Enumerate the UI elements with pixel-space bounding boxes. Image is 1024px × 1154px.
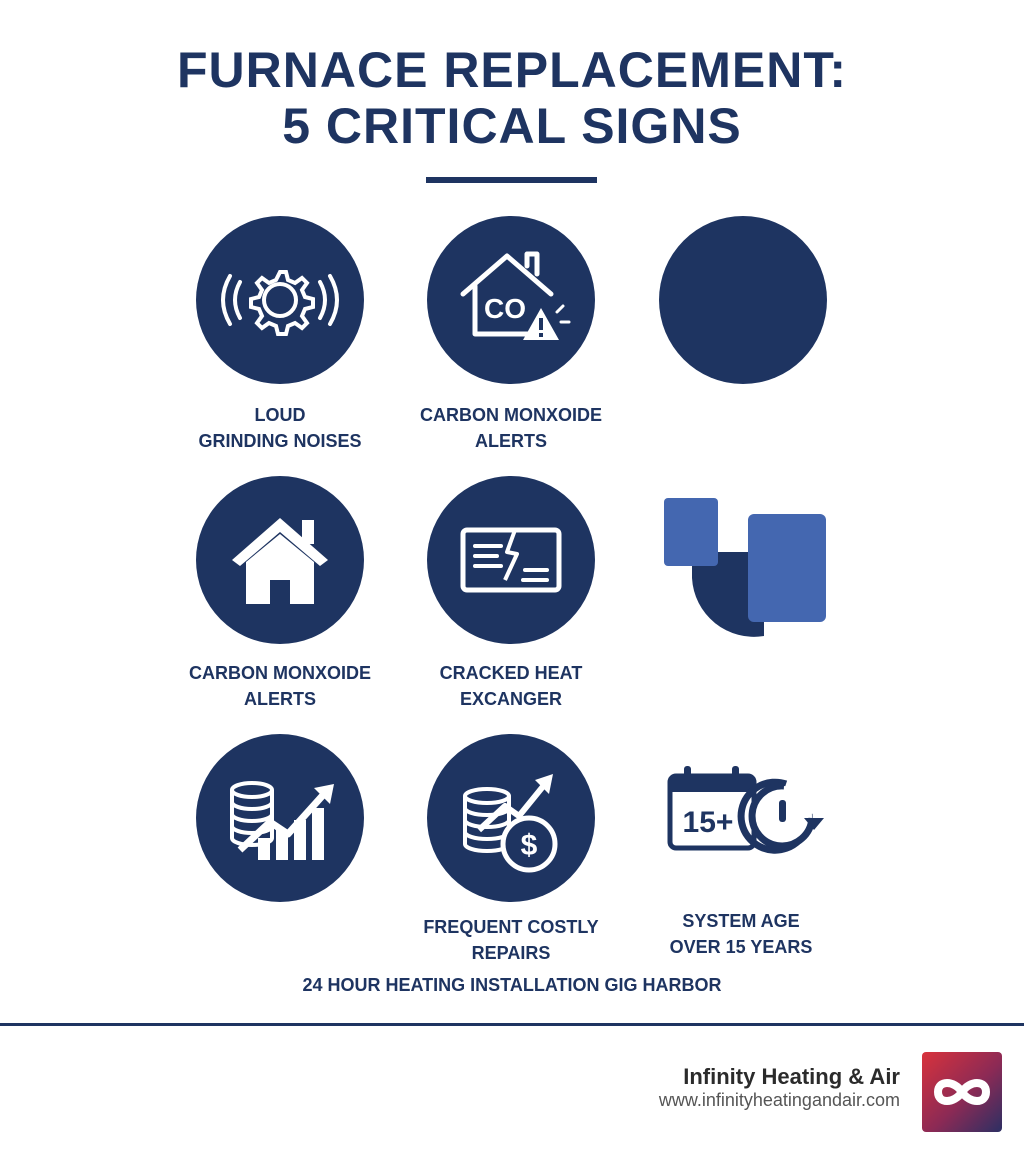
abstract-shapes-icon <box>664 498 828 638</box>
page-title: FURNACE REPLACEMENT: 5 CRITICAL SIGNS <box>0 42 1024 154</box>
house-icon <box>196 476 364 644</box>
gear-noise-icon <box>196 216 364 384</box>
label-cracked-heat: CRACKED HEAT EXCANGER <box>439 663 583 709</box>
co-text: CO <box>484 293 526 324</box>
label-system-age: SYSTEM AGE OVER 15 YEARS <box>669 911 813 957</box>
infinity-logo-icon <box>922 1052 1002 1132</box>
title-line-1: FURNACE REPLACEMENT: <box>177 42 847 98</box>
cracked-panel-icon <box>427 476 595 644</box>
brand-name: Infinity Heating & Air <box>683 1064 900 1089</box>
footer-divider <box>0 1023 1024 1026</box>
house-co-warning-icon: CO <box>427 216 595 384</box>
brand-url: www.infinityheatingandair.com <box>658 1090 900 1110</box>
label-loud-grinding: LOUD GRINDING NOISES <box>198 405 362 451</box>
calendar-clock-icon: 15+ <box>666 764 826 864</box>
label-co-alerts-top: CARBON MONXOIDE ALERTS <box>419 405 602 451</box>
dollar-sign-text: $ <box>521 829 538 862</box>
calendar-number-text: 15+ <box>683 806 734 839</box>
title-divider <box>426 177 597 183</box>
coins-rising-chart-icon <box>196 734 364 902</box>
label-costly-repairs: FREQUENT COSTLY REPAIRS <box>423 917 599 963</box>
label-co-alerts-middle: CARBON MONXOIDE ALERTS <box>188 663 371 709</box>
caption: 24 HOUR HEATING INSTALLATION GIG HARBOR <box>302 975 722 995</box>
coins-dollar-arrow-icon: $ <box>427 734 595 902</box>
blank-circle-icon <box>659 216 827 384</box>
title-line-2: 5 CRITICAL SIGNS <box>282 98 742 154</box>
